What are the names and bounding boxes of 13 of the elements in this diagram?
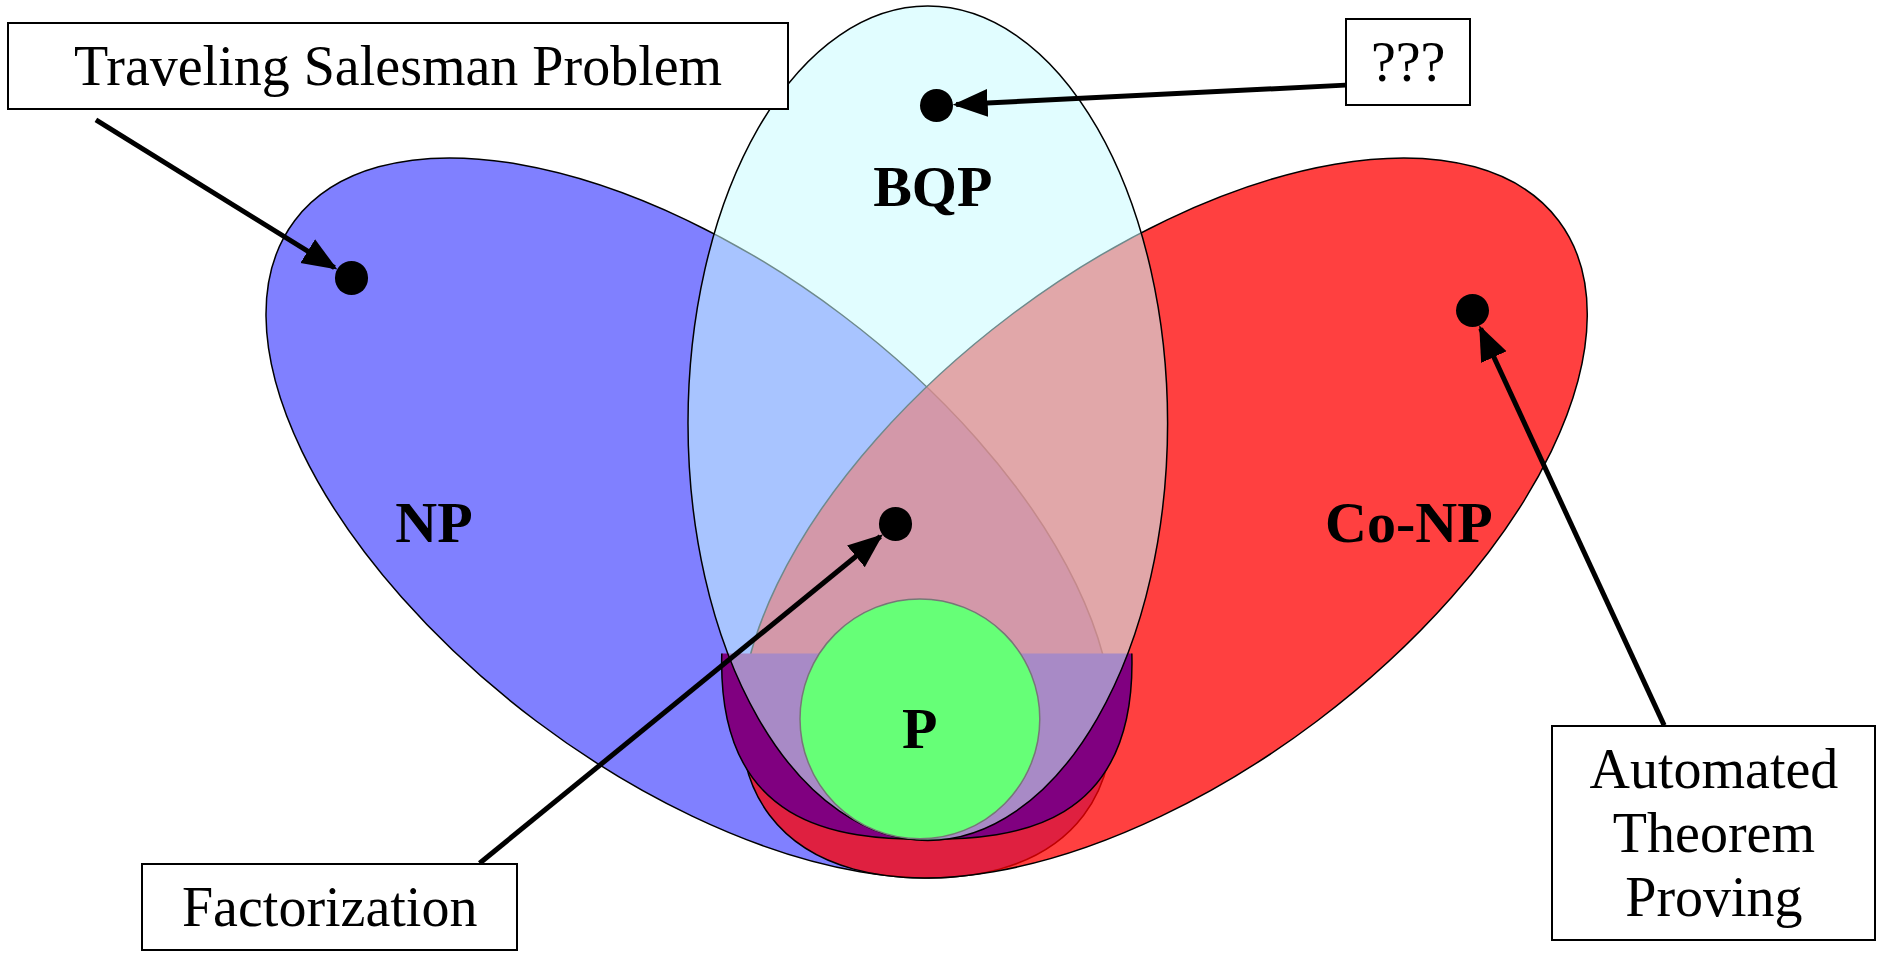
class-label: P xyxy=(901,694,938,762)
class-label: BQP xyxy=(873,152,993,220)
class-label: NP xyxy=(395,488,473,556)
problem-box: Automated Theorem Proving xyxy=(1551,725,1877,942)
point-marker xyxy=(919,88,954,123)
problem-box: Traveling Salesman Problem xyxy=(7,21,789,110)
arrow xyxy=(952,82,1346,117)
class-label: Co-NP xyxy=(1325,488,1493,556)
arrow xyxy=(94,117,338,270)
arrow xyxy=(1478,325,1667,727)
problem-box: ??? xyxy=(1345,18,1472,106)
problem-box: Factorization xyxy=(141,863,518,952)
arrow xyxy=(478,534,883,866)
